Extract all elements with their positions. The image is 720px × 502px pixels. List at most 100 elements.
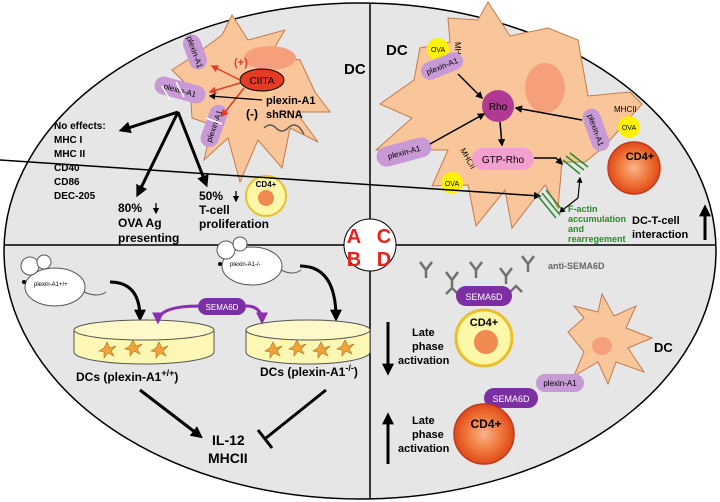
anti-sema6d-label: anti-SEMA6D	[548, 261, 605, 271]
nucleus	[525, 63, 565, 113]
sema6d-label: SEMA6D	[465, 292, 503, 302]
dc-label: DC	[654, 340, 673, 355]
svg-text:OVA: OVA	[622, 125, 637, 132]
panel-b: plexin-A1+/+ plexin-A1-/-	[20, 236, 371, 466]
svg-text:accumulation: accumulation	[568, 214, 626, 224]
nucleus	[244, 46, 296, 70]
dendritic-cell	[567, 292, 654, 386]
ova-antigen	[618, 116, 640, 138]
panel-a: DC plexin-A1 plexin-A1 plexin-A1 CIITA (…	[54, 13, 366, 245]
gtp-rho	[472, 148, 534, 170]
signal-arrow	[534, 157, 564, 166]
svg-text:No effects:: No effects:	[54, 121, 106, 132]
inhibition-line	[265, 388, 327, 440]
anti-sema6d-antibodies	[419, 255, 535, 295]
signal-arrow	[429, 113, 486, 145]
sema6d-arrow	[245, 304, 268, 325]
ciita-arrow	[210, 65, 241, 81]
mouse-wt: plexin-A1+/+	[20, 254, 107, 307]
plexin-receptor: plexin-A1	[200, 104, 228, 148]
panel-letter-b: B	[347, 249, 361, 271]
mhcii-label: MHCII	[614, 105, 637, 114]
mouse-ko: plexin-A1-/-	[216, 236, 302, 286]
signal-arrow	[497, 121, 506, 147]
signal-arrow	[514, 105, 583, 121]
dc-ko-caption: DCs (plexin-A1-/-)	[260, 363, 358, 379]
svg-text:proliferation: proliferation	[199, 217, 269, 231]
plexin-receptor: plexin-A1	[420, 52, 464, 80]
proliferation-result: 50% T-cell proliferation	[199, 189, 269, 231]
panel-letter-badge	[343, 218, 397, 272]
svg-text:OVA: OVA	[445, 181, 460, 188]
svg-text:CD40: CD40	[54, 163, 80, 174]
svg-text:plexin-A1+/+: plexin-A1+/+	[34, 282, 68, 288]
il12-label: IL-12	[212, 432, 245, 448]
induction-arrow	[139, 388, 203, 439]
mhcii-label: MHCII	[208, 450, 248, 466]
f-actin-pointer	[576, 176, 583, 199]
svg-text:F-actin: F-actin	[568, 204, 598, 214]
ciita-arrow	[221, 87, 245, 118]
late-phase-caption: Late phase activation	[398, 327, 450, 367]
svg-text:Late: Late	[412, 327, 435, 339]
svg-text:presenting: presenting	[118, 231, 179, 245]
ciita-label: CIITA	[250, 76, 275, 87]
sema6d-badge	[484, 388, 538, 408]
shrna-hairpin-icon	[263, 124, 305, 135]
minus-label: (-)	[246, 107, 258, 121]
svg-text:DEC-205: DEC-205	[54, 191, 96, 202]
ova-antigen	[441, 172, 463, 194]
shrna-arrow	[208, 93, 263, 101]
rho	[482, 90, 514, 122]
culture-dish-wt	[73, 319, 215, 365]
svg-text:50%: 50%	[199, 189, 223, 203]
dc-label: DC	[386, 42, 408, 59]
gtp-rho-label: GTP-Rho	[482, 155, 525, 166]
svg-text:Late: Late	[412, 415, 435, 427]
plexin-receptor: plexin-A1	[376, 137, 432, 167]
svg-text:rearregement: rearregement	[568, 234, 626, 244]
sema6d-arrow	[152, 304, 201, 325]
isolation-arrow	[109, 280, 146, 322]
knockdown-stripe	[205, 117, 223, 125]
nucleus	[592, 337, 612, 355]
ova-presenting-result: 80% OVA Ag presenting	[118, 201, 179, 245]
svg-text:interaction: interaction	[632, 229, 689, 241]
signal-arrow	[457, 73, 484, 100]
inhibition-bar	[256, 429, 274, 449]
plexin-receptor: plexin-A1	[182, 34, 208, 70]
shrna-label: shRNA	[266, 109, 303, 121]
svg-text:phase: phase	[412, 429, 444, 441]
no-effects-list: No effects: MHC I MHC II CD40 CD86 DEC-2…	[54, 121, 106, 202]
isolation-arrow	[299, 264, 342, 322]
sema6d-badge	[456, 286, 512, 306]
panel-letter-a: A	[347, 226, 361, 248]
t-cell-nucleus	[474, 330, 498, 354]
sema6d-label: SEMA6D	[492, 394, 530, 404]
effect-arrow	[136, 111, 180, 198]
svg-text:CD86: CD86	[54, 177, 80, 188]
plus-label: (+)	[234, 57, 248, 69]
svg-text:and: and	[568, 224, 584, 234]
signal-arrow	[0, 159, 542, 200]
panel-letter-c: C	[377, 226, 391, 248]
svg-text:activation: activation	[398, 355, 450, 367]
panel-c: DC OVA MHCII OVA MHCII OVA MHCII plexin-…	[0, 1, 711, 244]
interaction-caption: DC-T-cell interaction	[632, 215, 689, 241]
rho-label: Rho	[489, 102, 508, 113]
svg-text:80%: 80%	[118, 201, 142, 215]
cd4-label: CD4+	[626, 151, 654, 163]
ova-antigen	[427, 38, 449, 60]
svg-text:OVA: OVA	[431, 47, 446, 54]
f-actin-caption: F-actin accumulation and rearregement	[568, 204, 626, 244]
cd4-label: CD4+	[256, 180, 277, 189]
svg-text:activation: activation	[398, 443, 450, 455]
svg-text:plexin-A1-/-: plexin-A1-/-	[230, 262, 261, 268]
t-cell	[453, 403, 515, 465]
dc-wt-caption: DCs (plexin-A1+/+)	[76, 368, 178, 384]
dc-label: DC	[344, 61, 366, 78]
svg-text:MHC II: MHC II	[54, 149, 85, 160]
sema6d-badge	[198, 298, 246, 315]
plexin-receptor: plexin-A1	[582, 108, 610, 152]
